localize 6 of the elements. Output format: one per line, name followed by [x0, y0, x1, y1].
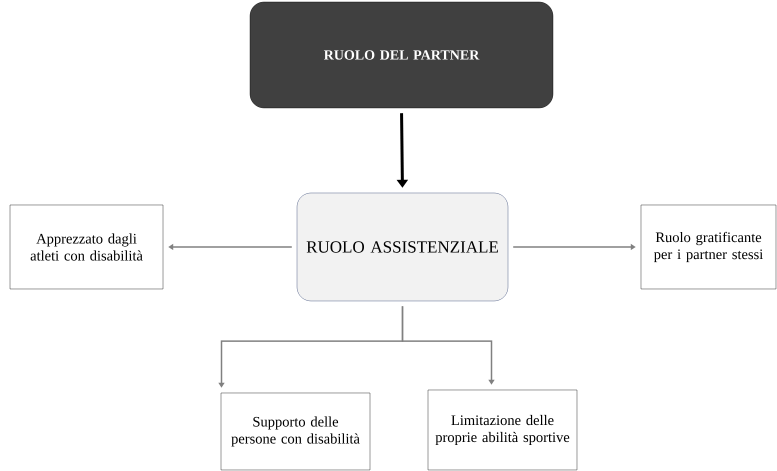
text-box: Supporto delle persone con disabilità — [220, 392, 370, 470]
title-box: RUOLO DEL PARTNER — [250, 2, 554, 108]
text-box: Apprezzato dagli atleti con disabilità — [10, 204, 164, 290]
process-box: RUOLO ASSISTENZIALE — [296, 192, 508, 302]
text-box: Limitazione delle proprie abilità sportive — [428, 390, 578, 470]
text-box: Ruolo gratificante per i partner stessi — [640, 204, 776, 290]
